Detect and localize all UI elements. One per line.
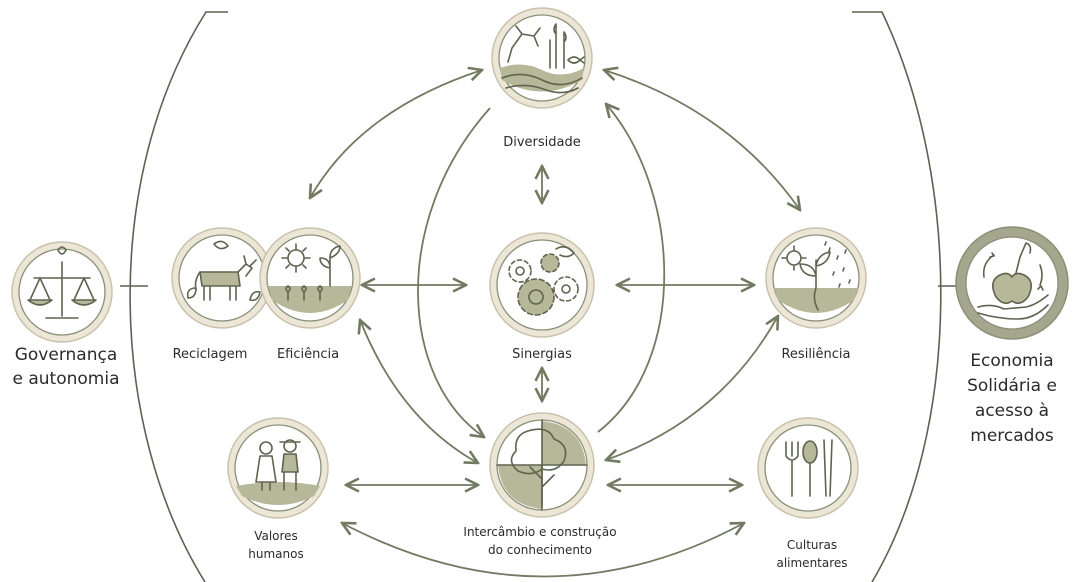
label-intercambio-line1: Intercâmbio e construção (463, 525, 616, 539)
label-governanca-line1: Governança (15, 345, 118, 365)
arrow-valores-culturas (342, 523, 744, 578)
eficiencia-node (259, 227, 361, 329)
ox-plants-fish-icon (500, 23, 585, 94)
right-bracket (852, 11, 942, 582)
label-sinergias: Sinergias (512, 347, 572, 362)
apple-hand-icon (977, 242, 1049, 320)
gears-icon (508, 245, 579, 316)
valores-node (227, 417, 329, 519)
label-economia-line4: mercados (970, 426, 1054, 446)
arrow-intercambio-diversidade-right (597, 104, 666, 433)
arrows (310, 70, 800, 578)
label-culturas-line2: alimentares (776, 556, 847, 570)
label-resiliencia: Resiliência (781, 347, 850, 362)
label-intercambio-line2: do conhecimento (488, 543, 592, 557)
economia-node (955, 226, 1069, 340)
scales-icon (27, 246, 97, 319)
label-valores-line1: Valores (254, 529, 298, 543)
cow-leaves-icon (186, 240, 261, 302)
label-diversidade: Diversidade (503, 135, 581, 150)
arrow-eficiencia-intercambio (360, 320, 478, 463)
label-governanca-line2: e autonomia (13, 369, 120, 389)
reciclagem-node (171, 227, 273, 329)
label-valores-line2: humanos (248, 547, 303, 561)
label-culturas-line1: Culturas (787, 538, 837, 552)
sinergias-node (489, 232, 595, 338)
sun-rain-plant-icon (774, 241, 858, 313)
intercambio-node (489, 412, 595, 518)
label-economia-line1: Economia (970, 351, 1053, 371)
label-economia-line2: Solidária e (967, 376, 1057, 396)
label-reciclagem: Reciclagem (173, 347, 248, 362)
people-icon (236, 439, 320, 505)
arrow-resiliencia-intercambio (606, 316, 778, 460)
tree-quadrants-icon (496, 419, 588, 511)
arrow-diversidade-resiliencia (604, 70, 800, 210)
label-economia-line3: acesso à (975, 401, 1049, 421)
diversidade-node (491, 7, 593, 109)
sun-seedlings-icon (268, 243, 352, 313)
label-eficiencia: Eficiência (277, 347, 339, 362)
arrow-diversidade-intercambio-left (417, 107, 491, 437)
culturas-node (757, 417, 859, 519)
fork-spoon-chopsticks-icon (785, 439, 833, 497)
arrow-diversidade-eficiencia (310, 70, 482, 198)
left-bracket (129, 11, 228, 582)
resiliencia-node (765, 227, 867, 329)
governanca-node (11, 241, 113, 343)
